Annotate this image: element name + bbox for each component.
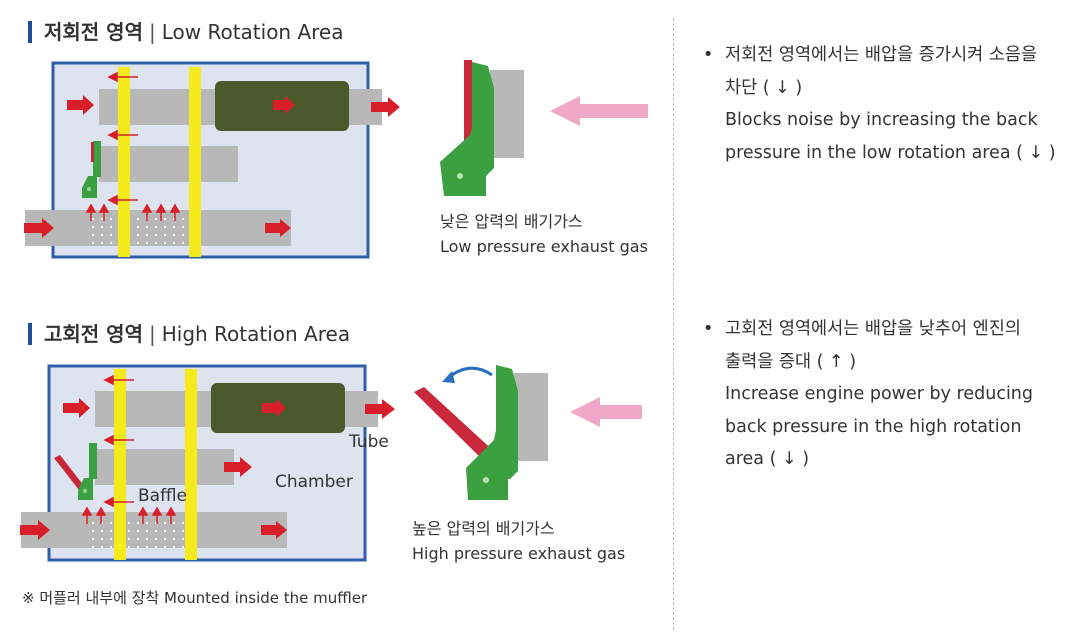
- pink-flow-arrow-high: [570, 397, 642, 427]
- high-muffler: Tube Chamber Baffle: [20, 364, 395, 562]
- bullet-line: Increase engine power by reducing: [725, 384, 1034, 404]
- low-caption: 낮은 압력의 배기가스 Low pressure exhaust gas: [440, 209, 648, 259]
- perforated-section: [88, 218, 188, 246]
- high-title-ko: 고회전 영역: [44, 322, 143, 346]
- pink-flow-arrow-low: [550, 96, 648, 126]
- flow-arrows: [20, 398, 395, 540]
- chamber-label: Chamber: [275, 472, 353, 492]
- title-separator: |: [148, 20, 156, 44]
- low-caption-en: Low pressure exhaust gas: [440, 237, 648, 256]
- open-flap: [414, 387, 498, 465]
- high-bullet: • 고회전 영역에서는 배압을 낮추어 엔진의 출력을 증대 ( ↑ ) Inc…: [703, 313, 1034, 476]
- low-title-en: Low Rotation Area: [161, 20, 344, 44]
- baffle-valve-open: [54, 443, 97, 500]
- baffle-valve-closed: [82, 141, 101, 198]
- flow-arrows: [24, 95, 400, 238]
- bullet-line: 저회전 영역에서는 배압을 증가시켜 소음을: [725, 45, 1038, 65]
- bullet-line: 차단 ( ↓ ): [725, 77, 803, 98]
- high-rotation-heading: 고회전 영역|High Rotation Area: [28, 318, 350, 347]
- bullet-line: pressure in the low rotation area ( ↓ ): [725, 142, 1056, 163]
- bullet-line: Blocks noise by increasing the back: [725, 110, 1038, 130]
- high-caption-ko: 높은 압력의 배기가스: [412, 519, 555, 538]
- tube-label: Tube: [348, 432, 389, 452]
- column-divider: [673, 18, 674, 630]
- low-rotation-heading: 저회전 영역|Low Rotation Area: [28, 16, 344, 45]
- baffle-label: Baffle: [138, 486, 187, 506]
- footnote: ※ 머플러 내부에 장착 Mounted inside the muffler: [22, 589, 368, 607]
- high-title-en: High Rotation Area: [161, 322, 351, 346]
- bullet-line: 고회전 영역에서는 배압을 낮추어 엔진의: [725, 319, 1021, 339]
- heading-accent-bar: [28, 323, 32, 345]
- high-valve-open: [414, 365, 548, 500]
- rotation-arrow-icon: [447, 366, 493, 380]
- heading-accent-bar: [28, 21, 32, 43]
- low-muffler: [24, 61, 400, 259]
- low-caption-ko: 낮은 압력의 배기가스: [440, 212, 583, 231]
- high-caption: 높은 압력의 배기가스 High pressure exhaust gas: [412, 516, 625, 566]
- partition-wall-1: [114, 369, 126, 560]
- high-caption-en: High pressure exhaust gas: [412, 544, 626, 563]
- low-title-ko: 저회전 영역: [44, 20, 143, 44]
- bullet-line: 출력을 증대 ( ↑ ): [725, 351, 857, 372]
- partition-wall-2: [185, 369, 197, 560]
- low-bullet: • 저회전 영역에서는 배압을 증가시켜 소음을 차단 ( ↓ ) Blocks…: [703, 39, 1056, 169]
- thin-flow-arrows: [85, 71, 181, 221]
- bullet-dot: •: [703, 319, 714, 339]
- thin-flow-arrows: [81, 374, 177, 524]
- valve-tube-stub: [514, 373, 548, 461]
- bullet-dot: •: [703, 45, 714, 65]
- low-valve-closed: [440, 60, 524, 196]
- title-separator: |: [148, 322, 156, 346]
- perforated-section: [85, 520, 185, 548]
- partition-wall-2: [189, 67, 201, 257]
- bullet-line: back pressure in the high rotation: [725, 416, 1022, 437]
- bullet-line: area ( ↓ ): [725, 449, 810, 469]
- partition-wall-1: [118, 67, 130, 257]
